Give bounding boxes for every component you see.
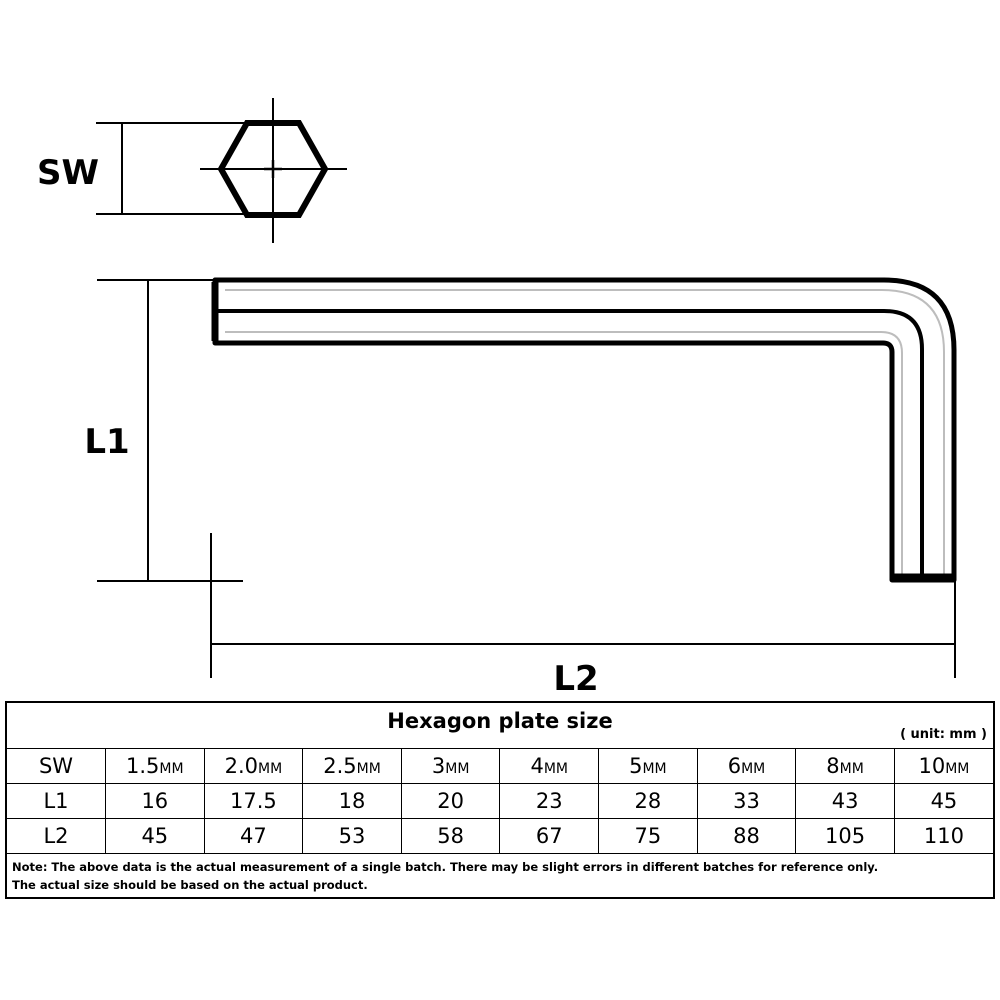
l1-cell: 17.5 xyxy=(204,783,304,819)
hex-key-diagram: SW L1 L2 xyxy=(37,98,957,690)
l1-cell: 33 xyxy=(697,783,797,819)
note-line-1: Note: The above data is the actual measu… xyxy=(12,860,879,874)
l2-cell: 45 xyxy=(105,818,205,854)
l2-cell: 110 xyxy=(894,818,993,854)
l1-cell: 43 xyxy=(795,783,895,819)
sw-label: SW xyxy=(37,153,99,193)
l2-cell: 105 xyxy=(795,818,895,854)
l1-cell: 18 xyxy=(302,783,402,819)
l2-cell: 75 xyxy=(598,818,698,854)
hex-key-shape xyxy=(211,277,957,583)
l1-cell: 16 xyxy=(105,783,205,819)
l1-cell: 28 xyxy=(598,783,698,819)
row-label-sw: SW xyxy=(7,749,106,784)
sw-cell: 5MM xyxy=(598,749,698,784)
row-label-l1: L1 xyxy=(7,783,106,819)
l2-label: L2 xyxy=(553,659,598,690)
table-row-sw: SW 1.5MM 2.0MM 2.5MM 3MM 4MM 5MM 6MM 8MM… xyxy=(7,749,993,784)
note-line-2: The actual size should be based on the a… xyxy=(12,878,368,892)
l2-cell: 47 xyxy=(204,818,304,854)
hexagon-cross-section xyxy=(200,98,347,243)
sw-cell: 2.5MM xyxy=(302,749,402,784)
l1-label: L1 xyxy=(84,422,129,462)
sw-cell: 1.5MM xyxy=(105,749,205,784)
table-note: Note: The above data is the actual measu… xyxy=(7,854,993,894)
sw-cell: 10MM xyxy=(894,749,993,784)
table-row-l1: L1 16 17.5 18 20 23 28 33 43 45 xyxy=(7,783,993,819)
l2-cell: 88 xyxy=(697,818,797,854)
l1-dimension: L1 xyxy=(84,279,243,582)
size-table: Hexagon plate size ( unit: mm ) SW 1.5MM… xyxy=(5,701,995,899)
row-label-l2: L2 xyxy=(7,818,106,854)
l2-cell: 58 xyxy=(401,818,501,854)
sw-cell: 4MM xyxy=(499,749,600,784)
l1-cell: 23 xyxy=(499,783,600,819)
sw-cell: 8MM xyxy=(795,749,895,784)
sw-cell: 2.0MM xyxy=(204,749,304,784)
l1-cell: 45 xyxy=(894,783,993,819)
unit-note: ( unit: mm ) xyxy=(900,727,987,742)
table-row-l2: L2 45 47 53 58 67 75 88 105 110 xyxy=(7,818,993,854)
table-header: Hexagon plate size ( unit: mm ) xyxy=(7,703,993,749)
l1-cell: 20 xyxy=(401,783,501,819)
size-grid: SW 1.5MM 2.0MM 2.5MM 3MM 4MM 5MM 6MM 8MM… xyxy=(7,749,993,854)
table-title: Hexagon plate size xyxy=(387,709,613,733)
sw-dimension: SW xyxy=(37,122,250,215)
l2-cell: 67 xyxy=(499,818,600,854)
sw-cell: 3MM xyxy=(401,749,501,784)
l2-cell: 53 xyxy=(302,818,402,854)
l2-dimension: L2 xyxy=(210,508,956,690)
sw-cell: 6MM xyxy=(697,749,797,784)
